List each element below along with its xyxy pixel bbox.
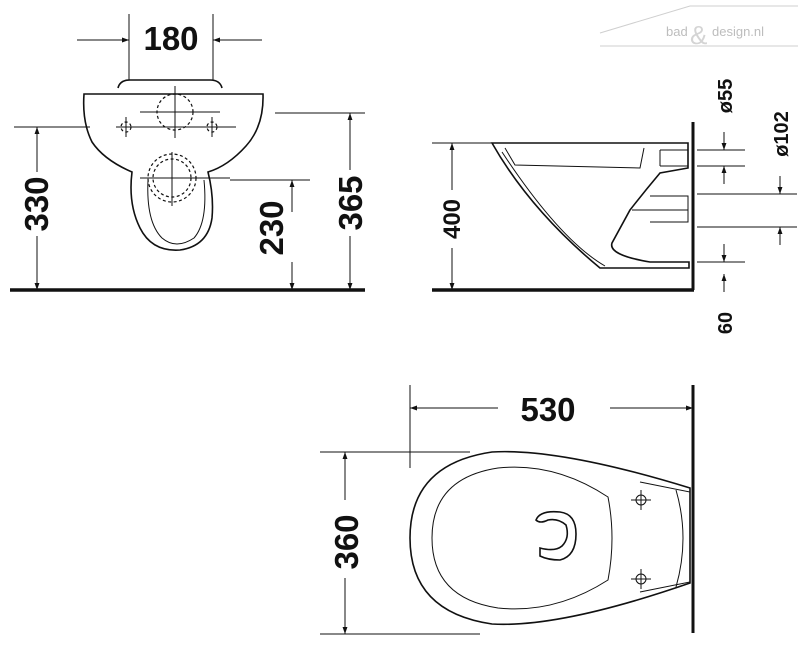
watermark-logo: bad & design.nl xyxy=(599,5,798,50)
side-offset-60-label: 60 xyxy=(715,312,737,334)
side-inlet-diameter-label: ø55 xyxy=(715,79,737,113)
watermark-text-bad: bad xyxy=(666,24,688,39)
front-bowl-outline xyxy=(82,93,264,251)
front-width-label: 180 xyxy=(143,20,198,57)
front-height-230-label: 230 xyxy=(253,200,290,255)
watermark-text-design: design.nl xyxy=(712,24,764,39)
top-length-530-label: 530 xyxy=(520,391,575,428)
side-view: 400 ø55 ø102 60 xyxy=(432,79,797,334)
top-bowl-outline xyxy=(409,450,691,626)
watermark-ampersand: & xyxy=(690,20,707,50)
front-view: 180 330 230 365 xyxy=(10,14,369,292)
side-height-400-label: 400 xyxy=(439,199,466,239)
side-bowl-outline xyxy=(490,142,690,269)
front-height-365-label: 365 xyxy=(332,175,369,230)
side-outlet-diameter-label: ø102 xyxy=(771,111,793,157)
front-height-330-label: 330 xyxy=(18,176,55,231)
top-view: 530 360 xyxy=(320,385,695,635)
top-bowl-opening xyxy=(535,510,577,561)
top-width-360-label: 360 xyxy=(328,514,365,569)
